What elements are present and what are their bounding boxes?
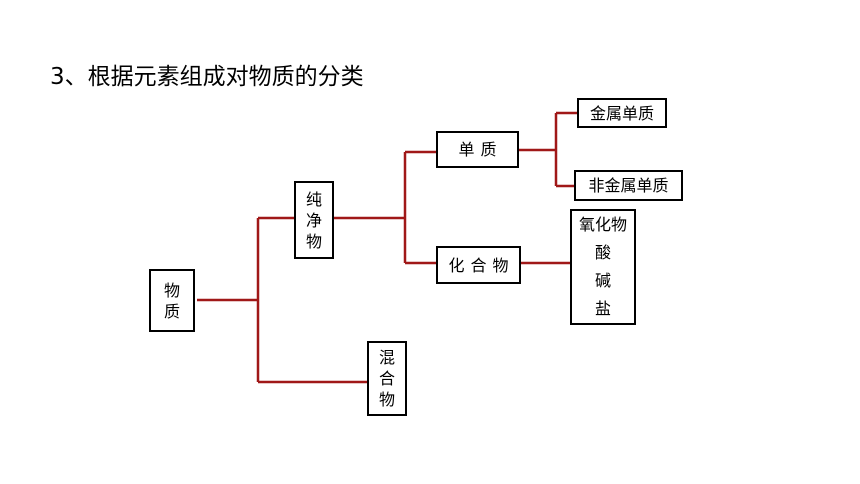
compound-type-salt: 盐 xyxy=(594,299,611,318)
node-nonmetal-element: 非金属单质 xyxy=(574,170,683,201)
compound-type-base: 碱 xyxy=(594,271,611,290)
node-compound: 化合物 xyxy=(436,246,521,284)
node-compound-types: 氧化物 酸 碱 盐 xyxy=(570,209,636,325)
node-element: 单质 xyxy=(436,131,519,168)
node-metal-element: 金属单质 xyxy=(577,98,667,128)
compound-type-oxide: 氧化物 xyxy=(578,215,627,234)
compound-type-acid: 酸 xyxy=(594,243,611,262)
node-substance: 物 质 xyxy=(149,269,195,332)
node-mixture: 混 合 物 xyxy=(367,341,407,416)
page-title: 3、根据元素组成对物质的分类 xyxy=(50,64,364,90)
node-pure-substance: 纯 净 物 xyxy=(294,181,334,259)
